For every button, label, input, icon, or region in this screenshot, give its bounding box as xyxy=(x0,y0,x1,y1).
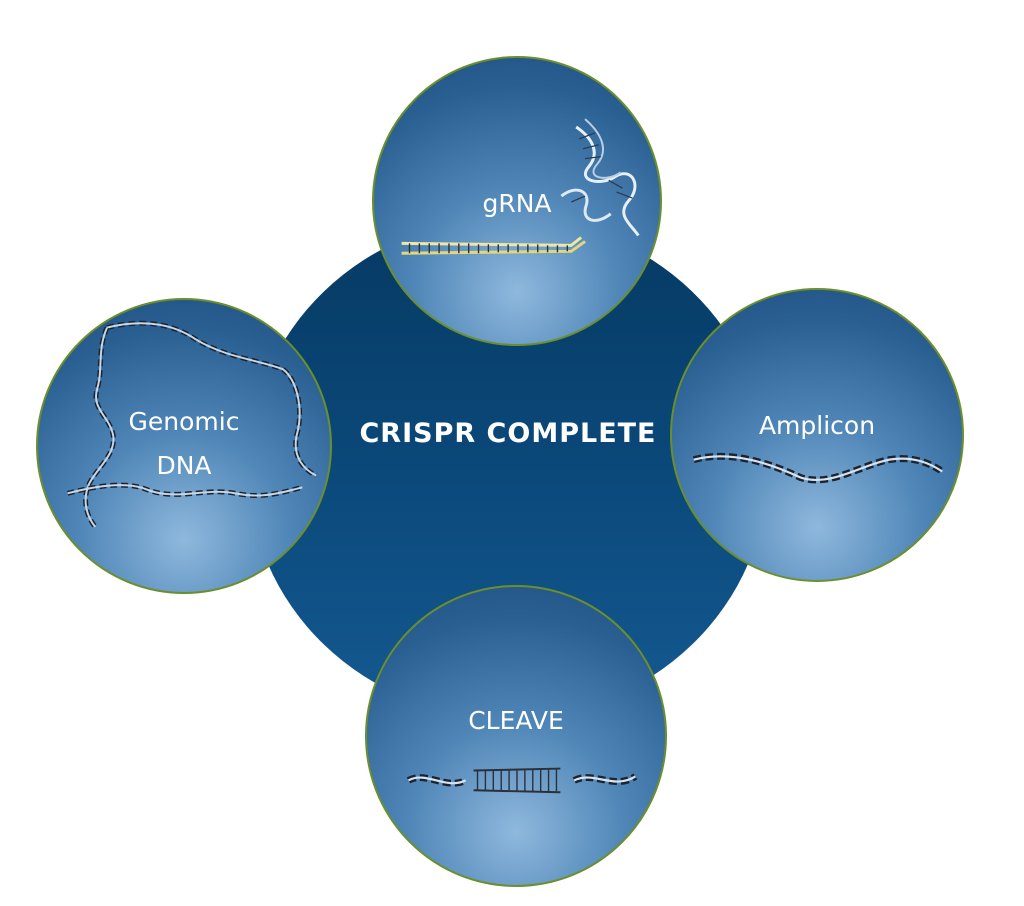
amplicon-dna-icon xyxy=(692,452,945,484)
grna-label: gRNA xyxy=(482,189,552,218)
genomic-dna-icon xyxy=(66,320,318,529)
genomic-dna-bubble: Genomic DNA xyxy=(36,298,332,594)
cleave-label: CLEAVE xyxy=(468,706,564,735)
amplicon-label: Amplicon xyxy=(758,411,876,440)
amplicon-bubble: Amplicon xyxy=(670,288,964,582)
grna-icon xyxy=(401,118,640,255)
genomic-label-line1: Genomic xyxy=(128,407,240,436)
cleaved-dna-icon xyxy=(406,767,638,794)
grna-bubble: gRNA xyxy=(372,56,662,346)
cleave-bubble: CLEAVE xyxy=(365,585,667,887)
genomic-label-line2: DNA xyxy=(156,451,212,480)
diagram-title: CRISPR COMPLETE xyxy=(359,418,657,449)
